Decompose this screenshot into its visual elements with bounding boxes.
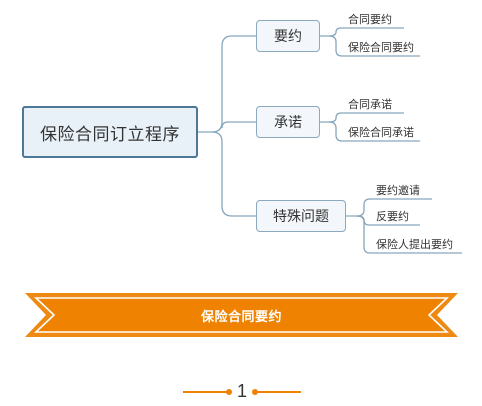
branch-node-acceptance: 承诺 bbox=[256, 106, 320, 138]
ribbon-shape bbox=[25, 293, 458, 337]
section-divider bbox=[183, 389, 301, 395]
branch-node-special-issues: 特殊问题 bbox=[256, 200, 346, 232]
connector-offer-leaf-1 bbox=[320, 27, 404, 37]
branch-node-label: 特殊问题 bbox=[273, 209, 329, 225]
connector-special-leaf-3 bbox=[356, 215, 462, 254]
branch-node-label: 承诺 bbox=[274, 115, 302, 131]
leaf-node: 保险合同承诺 bbox=[348, 126, 414, 139]
connector-root-to-offer bbox=[198, 35, 256, 133]
branch-node-offer: 要约 bbox=[256, 20, 320, 52]
leaf-node: 合同要约 bbox=[348, 13, 392, 26]
connector-root-to-special bbox=[211, 131, 256, 217]
root-node-label: 保险合同订立程序 bbox=[40, 124, 180, 145]
connector-offer-leaf-2 bbox=[328, 35, 420, 57]
branch-node-label: 要约 bbox=[274, 29, 302, 45]
section-banner: 保险合同要约 bbox=[25, 293, 458, 337]
section-marker: 1 bbox=[180, 378, 304, 404]
ribbon-center-band bbox=[65, 301, 418, 329]
section-number: 1 bbox=[236, 380, 247, 401]
connector-acceptance-leaf-1 bbox=[320, 112, 404, 123]
leaf-node: 保险合同要约 bbox=[348, 41, 414, 54]
leaf-node: 保险人提出要约 bbox=[376, 238, 453, 251]
connector-root-to-acceptance bbox=[221, 121, 256, 129]
leaf-node: 反要约 bbox=[376, 210, 409, 223]
mindmap-root-node: 保险合同订立程序 bbox=[22, 106, 198, 158]
connector-acceptance-leaf-2 bbox=[328, 121, 420, 142]
divider-dot-left bbox=[226, 389, 232, 395]
leaf-node: 合同承诺 bbox=[348, 98, 392, 111]
banner-title: 保险合同要约 bbox=[200, 309, 282, 325]
leaf-node: 要约邀请 bbox=[376, 184, 420, 197]
mindmap-connectors bbox=[198, 27, 462, 254]
